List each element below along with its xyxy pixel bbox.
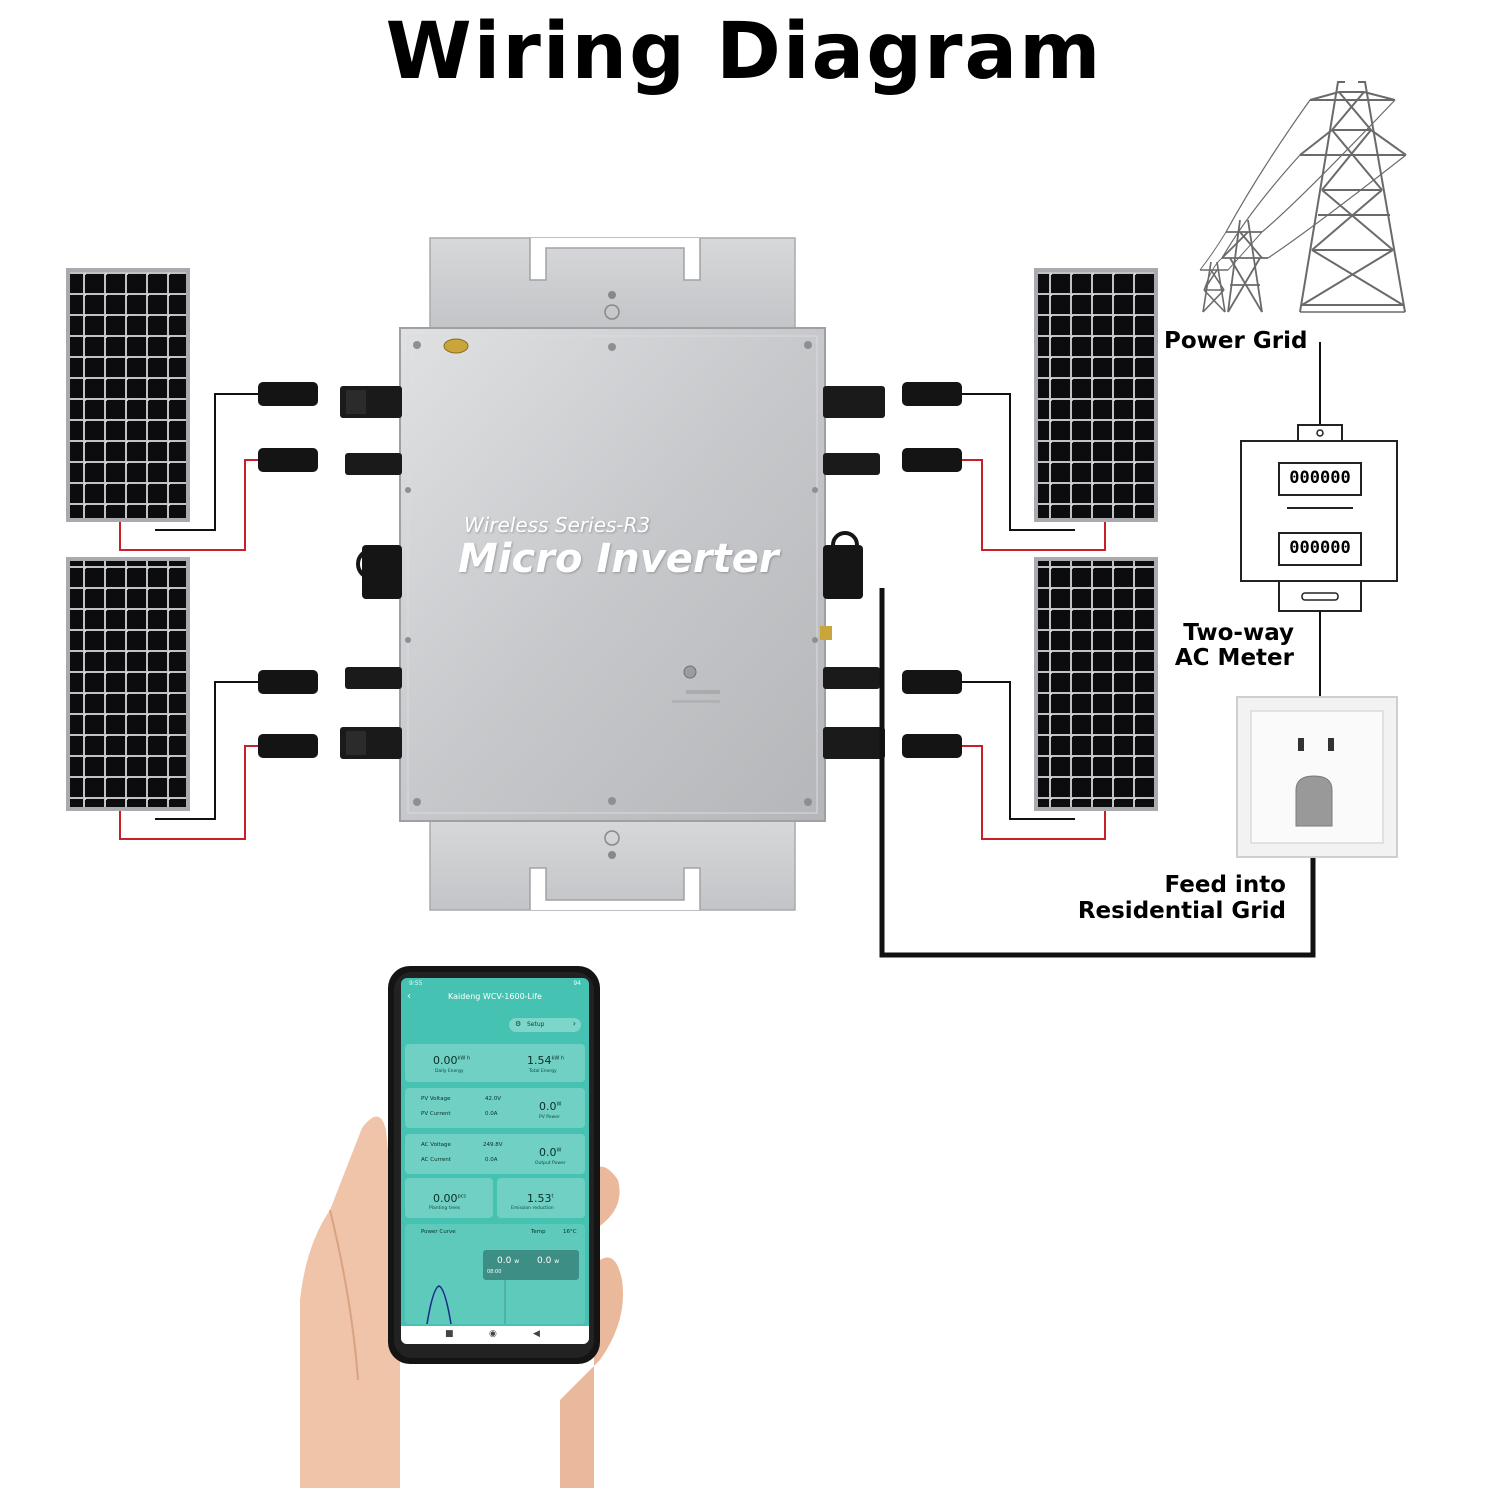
pv-voltage-value: 42.0V xyxy=(485,1096,502,1102)
pv-power-caption: PV Power xyxy=(539,1115,560,1120)
curve-tooltip: 0.0 w 0.0 w 08:00 xyxy=(483,1250,579,1280)
solar-panel-bottom-right xyxy=(1034,557,1158,811)
panel-cable-connectors xyxy=(258,382,962,758)
micro-inverter xyxy=(399,327,826,822)
daily-energy-value: 0.00kW h xyxy=(433,1054,471,1067)
inverter-series-label: Wireless Series-R3 xyxy=(464,513,651,537)
back-icon[interactable]: ◀ xyxy=(533,1329,540,1339)
pv-card: PV Voltage 42.0V PV Current 0.0A 0.0W PV… xyxy=(405,1088,585,1128)
ac-voltage-value: 249.8V xyxy=(483,1142,503,1148)
meter-display-top: 000000 xyxy=(1289,468,1351,488)
output-power-caption: Output Power xyxy=(535,1161,566,1166)
daily-energy-caption: Daily Energy xyxy=(435,1069,464,1074)
ac-current-label: AC Current xyxy=(421,1157,451,1163)
solar-panel-bottom-left xyxy=(66,557,190,811)
ac-card: AC Voltage 249.8V AC Current 0.0A 0.0W O… xyxy=(405,1134,585,1174)
inverter-connectors-left xyxy=(340,386,402,759)
recent-apps-icon[interactable]: ■ xyxy=(445,1329,454,1339)
trees-card: 0.00pcs Planting trees xyxy=(405,1178,493,1218)
transmission-tower-large xyxy=(1299,81,1407,313)
emission-caption: Emission reduction xyxy=(511,1206,554,1211)
curve-time: 08:00 xyxy=(487,1269,502,1275)
temp-label: Temp xyxy=(531,1229,546,1235)
output-power-value: 0.0W xyxy=(539,1146,562,1159)
solar-panel-top-left xyxy=(66,268,190,522)
temp-value: 16°C xyxy=(563,1229,577,1235)
app-title: Kaideng WCV-1600-Life xyxy=(448,992,542,1001)
power-curve-label: Power Curve xyxy=(421,1229,456,1235)
emission-card: 1.53t Emission reduction xyxy=(497,1178,585,1218)
trees-value: 0.00pcs xyxy=(433,1192,467,1205)
meter-label-line1: Two-way xyxy=(1183,620,1294,646)
ac-current-value: 0.0A xyxy=(485,1157,498,1163)
trees-caption: Planting trees xyxy=(429,1206,461,1211)
transmission-tower-small xyxy=(1200,261,1228,313)
hand-holding-phone xyxy=(300,1116,624,1488)
power-grid-towers xyxy=(1199,81,1407,313)
status-time: 9:55 xyxy=(409,980,423,987)
chevron-right-icon: › xyxy=(572,1019,576,1028)
two-way-ac-meter xyxy=(1240,342,1398,697)
ac-voltage-label: AC Voltage xyxy=(421,1142,451,1148)
emission-value: 1.53t xyxy=(527,1192,554,1205)
solar-panel-top-right xyxy=(1034,268,1158,522)
power-curve-card: Power Curve Temp 16°C 0.0 w 0.0 w 08:00 xyxy=(405,1224,585,1324)
ac-feed-cable xyxy=(879,588,1316,958)
power-curve-graph xyxy=(426,1280,506,1324)
curve-down-value: 0.0 w xyxy=(537,1256,560,1266)
feed-label-line2: Residential Grid xyxy=(1077,898,1286,924)
meter-label-line2: AC Meter xyxy=(1174,645,1294,671)
energy-card: 0.00kW h Daily Energy 1.54kW h Total Ene… xyxy=(405,1044,585,1082)
power-grid-label: Power Grid xyxy=(1164,328,1308,354)
status-battery: 94 xyxy=(573,980,581,987)
wall-outlet xyxy=(1236,696,1398,858)
pv-power-value: 0.0W xyxy=(539,1100,562,1113)
inverter-name-label: Micro Inverter xyxy=(458,536,779,582)
gear-icon: ⚙ xyxy=(515,1020,522,1028)
total-energy-caption: Total Energy xyxy=(529,1069,557,1074)
pv-current-value: 0.0A xyxy=(485,1111,498,1117)
total-energy-value: 1.54kW h xyxy=(527,1054,565,1067)
home-icon[interactable]: ◉ xyxy=(489,1329,497,1339)
inverter-connectors-right xyxy=(820,386,885,759)
pv-voltage-label: PV Voltage xyxy=(421,1096,451,1102)
android-nav-bar: ■ ◉ ◀ xyxy=(401,1326,589,1344)
transmission-tower-medium xyxy=(1221,219,1268,313)
back-arrow-icon[interactable]: ‹ xyxy=(407,991,411,1002)
status-bar: 9:55 94 xyxy=(401,978,589,989)
setup-button[interactable]: ⚙ Setup › xyxy=(509,1018,581,1032)
pv-current-label: PV Current xyxy=(421,1111,451,1117)
phone-app-screen[interactable]: 9:55 94 ‹ Kaideng WCV-1600-Life ⚙ Setup … xyxy=(401,978,589,1344)
feed-label-line1: Feed into xyxy=(1164,872,1286,898)
dc-wires xyxy=(119,393,1106,840)
curve-up-value: 0.0 w xyxy=(497,1256,520,1266)
setup-label: Setup xyxy=(527,1021,545,1028)
page-title: Wiring Diagram xyxy=(385,7,1103,97)
meter-display-bottom: 000000 xyxy=(1289,538,1351,558)
